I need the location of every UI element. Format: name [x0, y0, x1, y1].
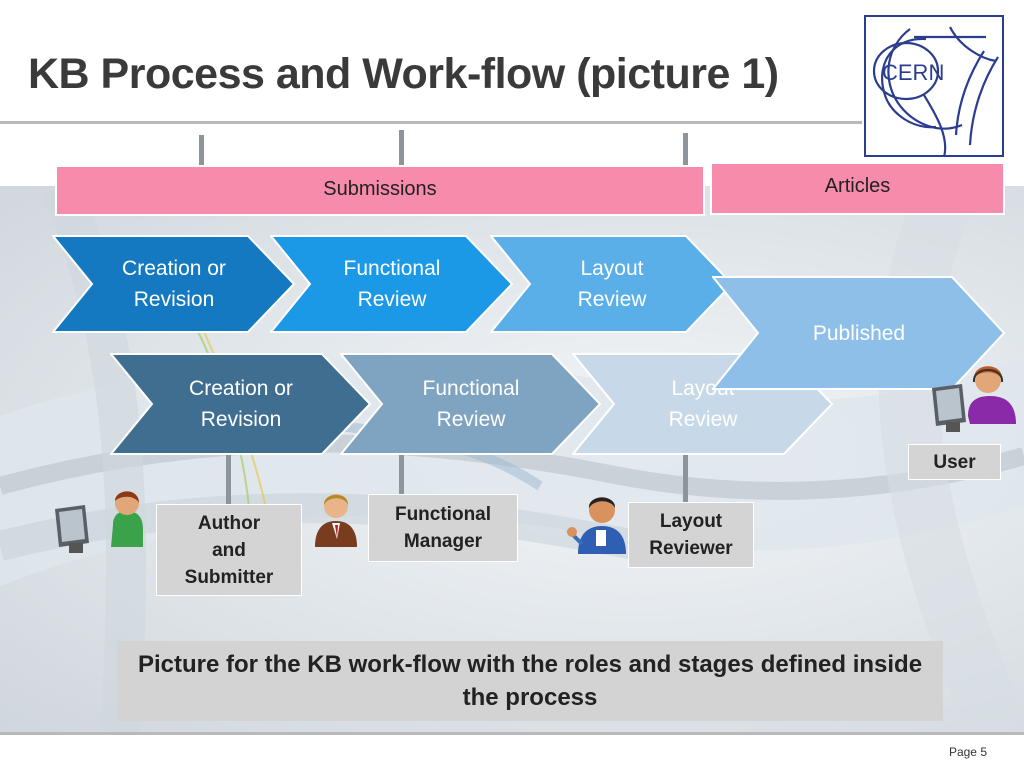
title-divider [0, 121, 862, 124]
cern-logo-graphic: CERN [872, 26, 999, 158]
upper-stage-label: Creation or Revision [122, 257, 226, 311]
functional-manager-icon [315, 494, 357, 547]
upper-stage-creation: Creation or Revision [52, 235, 296, 333]
upper-stage-label: Functional Review [343, 257, 441, 311]
role-label: Layout Reviewer [649, 511, 733, 559]
page-number: Page 5 [948, 745, 987, 759]
user-at-computer-icon [932, 366, 1016, 432]
cern-logo-text: CERN [882, 60, 944, 85]
lower-stage-label: Functional Review [422, 377, 520, 431]
timeline-line [683, 133, 688, 183]
user-role: User [908, 444, 1001, 480]
timeline-line [399, 455, 404, 495]
functional-manager-role: Functional Manager [368, 494, 518, 562]
diagram-caption: Picture for the KB work-flow with the ro… [117, 641, 943, 721]
role-label: Functional Manager [394, 504, 492, 552]
cern-logo: CERN [864, 15, 1004, 158]
articles-band: Articles [710, 162, 1005, 215]
role-label: User [933, 451, 976, 473]
page-title: KB Process and Work-flow (picture 1) [28, 50, 779, 98]
layout-reviewer-icon [566, 497, 626, 554]
caption-text: Picture for the KB work-flow with the ro… [137, 651, 923, 711]
author-at-computer-icon [55, 491, 143, 553]
upper-stage-layout-review: Layout Review [490, 235, 734, 333]
role-label: Author and Submitter [184, 512, 274, 588]
lower-stage-functional-review: Functional Review [340, 353, 602, 455]
articles-label: Articles [824, 175, 891, 197]
submissions-band: Submissions [55, 165, 705, 216]
published-label: Published [812, 321, 906, 345]
upper-stage-functional-review: Functional Review [270, 235, 514, 333]
footer-divider [0, 732, 1024, 735]
lower-stage-label: Creation or Revision [189, 377, 293, 431]
lower-stage-creation: Creation or Revision [110, 353, 372, 455]
layout-reviewer-role: Layout Reviewer [628, 502, 754, 568]
timeline-line [683, 455, 688, 505]
timeline-line [226, 455, 231, 505]
submissions-label: Submissions [323, 178, 437, 200]
published-stage: Published [712, 276, 1006, 390]
upper-stage-label: Layout Review [577, 257, 647, 311]
timeline-line [399, 130, 404, 180]
author-submitter-role: Author and Submitter [156, 504, 302, 596]
